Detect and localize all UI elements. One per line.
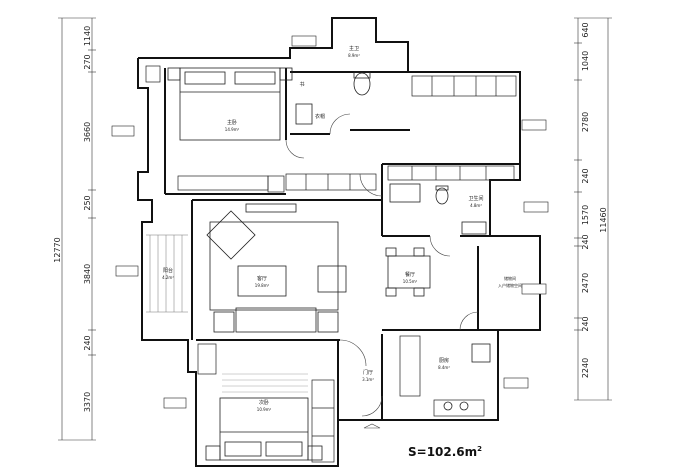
dim-left-2: 3660	[83, 122, 92, 142]
master-bed	[167, 67, 293, 141]
dim-right-3: 240	[581, 168, 590, 183]
dim-right-0: 640	[581, 22, 590, 37]
right-dimension-lines	[574, 17, 612, 401]
living-furniture	[206, 203, 347, 333]
dim-right-6: 2470	[581, 273, 590, 293]
doors	[285, 113, 479, 429]
spec-tags	[111, 35, 549, 409]
total-area-value: S=102.6m	[408, 445, 478, 459]
dim-right-2: 2780	[581, 112, 590, 132]
room-area-second-bedroom: 10.9m²	[257, 407, 272, 412]
dining-table	[385, 247, 431, 297]
room-area-master-bath: 8.9m²	[348, 53, 360, 58]
bedroom-floor	[222, 373, 308, 399]
room-area-kitchen: 8.4m²	[438, 365, 450, 370]
room-name-closet: 衣帽	[315, 113, 325, 120]
second-bed	[205, 397, 323, 461]
room-name-storage: 储物间	[504, 275, 516, 281]
balcony-floor	[146, 234, 188, 313]
room-name-study: 书	[299, 81, 304, 88]
room-labels: 主卧 14.9m² 主卫 8.9m² 衣帽 书 卫生间 4.8m² 客厅 19.…	[162, 45, 522, 412]
dim-right-4: 1570	[581, 205, 590, 225]
room-name-second-bedroom: 次卧	[259, 399, 269, 406]
room-area-bathroom: 4.8m²	[470, 203, 482, 208]
dim-right-1: 1040	[581, 51, 590, 71]
dim-right-7: 240	[581, 316, 590, 331]
dim-left-3: 250	[83, 195, 92, 210]
room-name-master-bath: 主卫	[349, 45, 359, 52]
room-name-balcony: 阳台	[163, 267, 173, 274]
room-name-dining: 餐厅	[405, 271, 415, 278]
total-area-unit-sup: 2	[477, 445, 483, 453]
dim-left-6: 3370	[83, 392, 92, 412]
room-area-living: 19.8m²	[255, 283, 270, 288]
room-name-master-bedroom: 主卧	[227, 119, 237, 126]
dim-left-5: 240	[83, 335, 92, 350]
fixtures	[295, 71, 491, 411]
dim-right-outer: 11460	[599, 207, 608, 232]
dim-left-1: 270	[83, 54, 92, 69]
room-name-kitchen: 厨房	[439, 357, 449, 364]
room-area-dining: 10.5m²	[403, 279, 418, 284]
room-name-bathroom: 卫生间	[468, 195, 483, 202]
room-name-foyer: 门厅	[363, 369, 373, 376]
dim-left-4: 3840	[83, 264, 92, 284]
room-area-foyer: 3.1m²	[362, 377, 374, 382]
room-area-master-bedroom: 14.9m²	[225, 127, 240, 132]
room-area-storage: 入户储物空间	[498, 282, 522, 288]
dim-left-0: 1140	[83, 26, 92, 46]
cabinets	[145, 65, 517, 463]
walls	[137, 17, 541, 467]
dim-right-8: 2240	[581, 358, 590, 378]
room-area-balcony: 4.2m²	[162, 275, 174, 280]
dim-left-outer: 12770	[53, 237, 62, 262]
room-name-living: 客厅	[257, 275, 267, 282]
left-dimension-lines	[58, 17, 96, 441]
total-area-label: S=102.6m2	[408, 445, 482, 459]
dim-right-5: 240	[581, 234, 590, 249]
